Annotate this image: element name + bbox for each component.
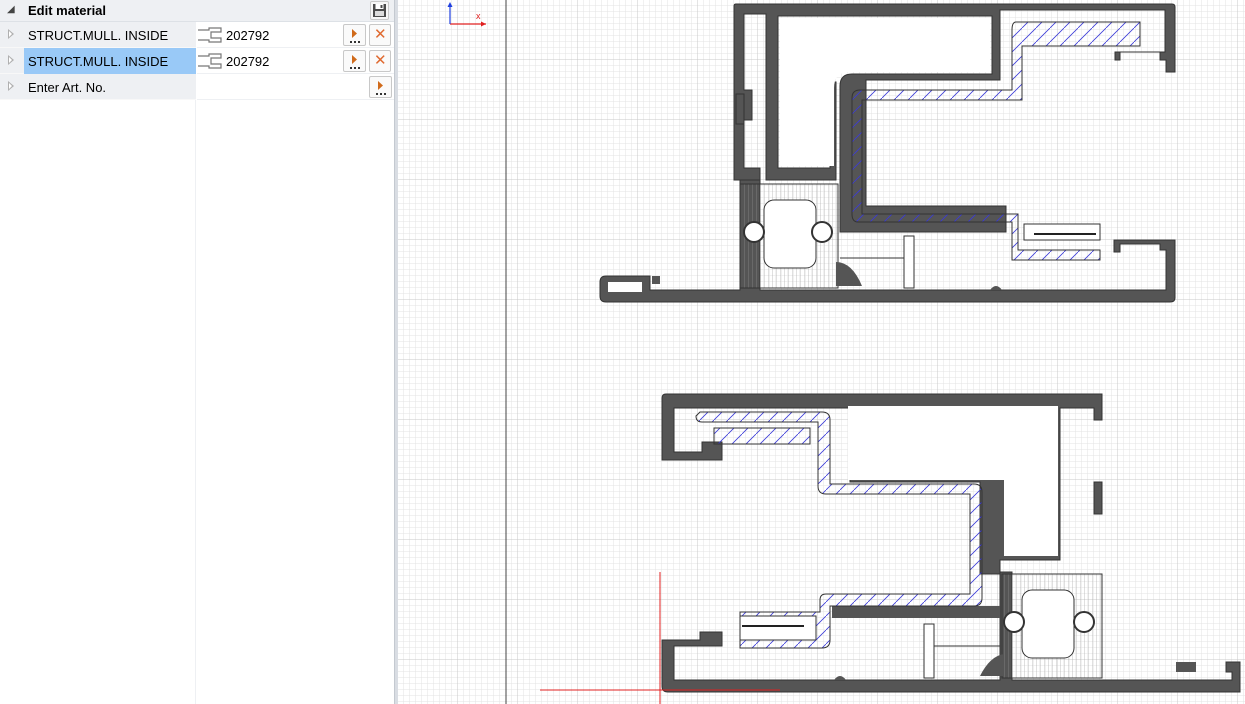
delete-icon: ✕ <box>374 26 387 43</box>
delete-row-button[interactable]: ✕ <box>369 50 391 72</box>
axis-indicator: x <box>447 2 486 27</box>
save-button[interactable] <box>370 1 389 20</box>
material-row[interactable]: Enter Art. No. <box>0 74 395 100</box>
expand-arrow-icon[interactable] <box>8 29 14 39</box>
collapse-arrow-icon[interactable]: ◢ <box>7 4 15 15</box>
article-number: 202792 <box>226 28 270 43</box>
enter-article-label: Enter Art. No. <box>28 80 107 95</box>
material-name: STRUCT.MULL. INSIDE <box>24 48 196 74</box>
delete-row-button[interactable]: ✕ <box>369 24 391 46</box>
drawing-canvas[interactable]: x <box>398 0 1245 704</box>
origin-marker <box>540 572 780 704</box>
pick-arrow-icon <box>350 29 360 43</box>
panel-splitter[interactable] <box>394 0 398 704</box>
material-panel: ◢ Edit material STRUCT.MULL. INSIDE 2027… <box>0 0 395 704</box>
pick-article-button[interactable] <box>369 76 392 98</box>
pick-article-button[interactable] <box>343 24 366 46</box>
x-axis-label: x <box>476 11 481 21</box>
delete-icon: ✕ <box>374 52 387 69</box>
material-name: STRUCT.MULL. INSIDE <box>28 28 169 43</box>
material-row[interactable]: STRUCT.MULL. INSIDE 202792 ✕ <box>0 48 395 74</box>
profile-icon <box>198 27 222 43</box>
expand-arrow-icon[interactable] <box>8 55 14 65</box>
panel-header[interactable]: ◢ Edit material <box>0 0 395 22</box>
pick-arrow-icon <box>350 55 360 69</box>
row-name-cell[interactable]: STRUCT.MULL. INSIDE <box>0 22 196 48</box>
material-row[interactable]: STRUCT.MULL. INSIDE 202792 ✕ <box>0 22 395 48</box>
save-icon <box>373 4 386 17</box>
article-number: 202792 <box>226 54 270 69</box>
mullion-profile-top[interactable] <box>599 3 1176 303</box>
row-value-cell[interactable] <box>197 74 395 100</box>
pick-arrow-icon <box>376 81 386 95</box>
panel-title: Edit material <box>28 3 107 18</box>
row-name-cell[interactable]: Enter Art. No. <box>0 74 196 100</box>
expand-arrow-icon[interactable] <box>8 81 14 91</box>
pick-article-button[interactable] <box>343 50 366 72</box>
panel-empty-area <box>0 100 196 704</box>
row-name-cell[interactable]: STRUCT.MULL. INSIDE <box>0 48 196 74</box>
row-value-cell[interactable]: 202792 ✕ <box>197 22 395 48</box>
row-value-cell[interactable]: 202792 ✕ <box>197 48 395 74</box>
mullion-profile-bottom[interactable] <box>661 393 1241 693</box>
profile-icon <box>198 53 222 69</box>
